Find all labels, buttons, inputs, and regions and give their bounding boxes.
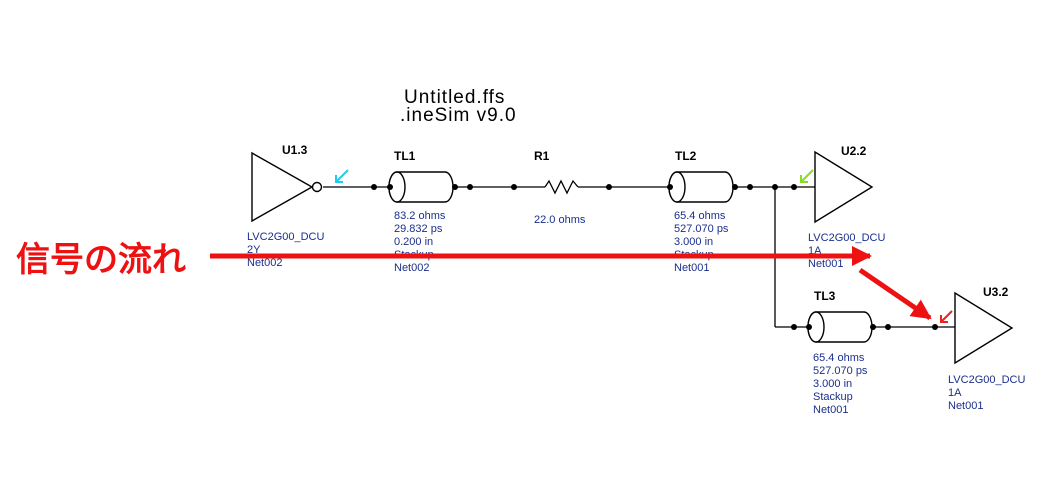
u2-net: Net001 (808, 258, 843, 270)
tl3-net: Net001 (813, 404, 848, 416)
tl1-net: Net002 (394, 262, 429, 274)
u3-ref: U3.2 (983, 285, 1009, 299)
tl1-transmission-line[interactable]: TL1 83.2 ohms 29.832 ps 0.200 in Stackup… (388, 149, 454, 274)
u3-model: LVC2G00_DCU (948, 374, 1025, 386)
inverter-bubble-icon (311, 181, 323, 193)
tl3-length: 3.000 in (813, 378, 852, 390)
u3-marker-arrow-icon (940, 310, 953, 323)
u1-net: Net002 (247, 257, 282, 269)
buffer-input-icon (954, 291, 1014, 365)
tl3-ref: TL3 (814, 289, 836, 303)
tl1-delay: 29.832 ps (394, 223, 443, 235)
tl3-type: Stackup (813, 391, 853, 403)
buffer-output-inverter-icon (251, 151, 314, 223)
tl2-ref: TL2 (675, 149, 697, 163)
flow-arrow-branch-icon (858, 267, 932, 321)
u3-marker-head-icon (940, 315, 948, 323)
tl3-delay: 527.070 ps (813, 365, 868, 377)
u2-ref: U2.2 (841, 144, 867, 158)
u3-pin: 1A (948, 387, 962, 399)
tl2-delay: 527.070 ps (674, 223, 729, 235)
u2-model: LVC2G00_DCU (808, 232, 885, 244)
buffer-input-icon (814, 150, 874, 224)
signal-flow-label: 信号の流れ (16, 240, 186, 280)
tl3-impedance: 65.4 ohms (813, 352, 865, 364)
r1-ref: R1 (534, 149, 550, 163)
u3-receiver[interactable]: U3.2 LVC2G00_DCU 1A Net001 (940, 285, 1025, 412)
u1-driver[interactable]: U1.3 LVC2G00_DCU 2Y Net002 (247, 143, 349, 269)
tl3-transmission-line[interactable]: TL3 65.4 ohms 527.070 ps 3.000 in Stacku… (807, 289, 873, 416)
r1-resistor[interactable]: R1 22.0 ohms (534, 149, 586, 226)
u3-net: Net001 (948, 400, 983, 412)
tl2-net: Net001 (674, 262, 709, 274)
u1-model: LVC2G00_DCU (247, 231, 324, 243)
tl2-impedance: 65.4 ohms (674, 210, 726, 222)
r1-value: 22.0 ohms (534, 214, 586, 226)
schematic-subtitle: .ineSim v9.0 (400, 105, 517, 126)
tl2-length: 3.000 in (674, 236, 713, 248)
junction-dots (371, 184, 938, 330)
u1-pin: 2Y (247, 244, 261, 256)
tl1-length: 0.200 in (394, 236, 433, 248)
tl1-ref: TL1 (394, 149, 416, 163)
tl1-impedance: 83.2 ohms (394, 210, 446, 222)
u1-marker-head-icon (335, 175, 343, 183)
u2-marker-arrow-icon (800, 169, 814, 183)
u1-marker-arrow-icon (335, 169, 349, 183)
u1-ref: U1.3 (282, 143, 308, 157)
schematic-title: Untitled.ffs (404, 87, 505, 108)
resistor-icon (544, 179, 579, 195)
signal-flow-annotation: 信号の流れ (16, 240, 932, 321)
u2-marker-head-icon (800, 175, 808, 183)
u2-receiver[interactable]: U2.2 LVC2G00_DCU 1A Net001 (800, 144, 885, 270)
